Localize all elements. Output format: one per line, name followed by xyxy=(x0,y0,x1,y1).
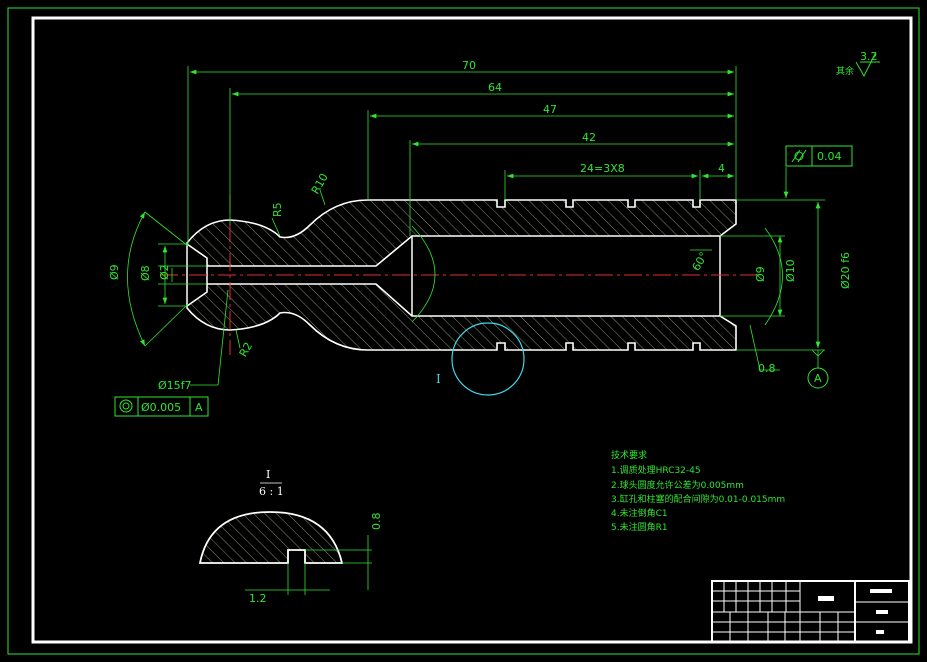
svg-text:A: A xyxy=(195,401,203,414)
lower-wall-section xyxy=(186,283,737,351)
concentricity-tolerance-frame: Ø0.005 A xyxy=(114,396,209,417)
tech-req-heading: 技术要求 xyxy=(611,449,647,461)
dim-24-3x8: 24=3X8 xyxy=(580,162,625,175)
dim-phi8: Ø8 xyxy=(139,265,152,281)
svg-text:0.8: 0.8 xyxy=(370,513,383,531)
dim-phi15f7: Ø15f7 xyxy=(158,379,192,392)
dim-phi20f6: Ø20 f6 xyxy=(839,252,852,289)
svg-text:6 : 1: 6 : 1 xyxy=(259,485,284,498)
title-block xyxy=(711,580,910,643)
plunger-section-view xyxy=(160,195,760,355)
roughness-symbol: 3.2 其余 xyxy=(836,50,880,78)
cylindricity-tolerance-frame: 0.04 xyxy=(785,145,853,167)
cylindricity-icon xyxy=(791,149,807,163)
svg-text:I: I xyxy=(436,372,441,386)
svg-text:I: I xyxy=(266,468,270,481)
dim-phi2: Ø2 xyxy=(158,264,171,280)
svg-text:0.04: 0.04 xyxy=(817,150,842,163)
svg-text:其余: 其余 xyxy=(836,65,854,77)
dim-phi10: Ø10 xyxy=(784,259,797,282)
tech-req-item: 4.未注倒角C1 xyxy=(611,507,668,519)
svg-text:A: A xyxy=(814,372,822,385)
dim-70: 70 xyxy=(462,59,476,72)
detail-callout: I xyxy=(436,322,525,396)
svg-text:1.2: 1.2 xyxy=(249,592,267,605)
detail-view: I 6 : 1 0.8 1.2 xyxy=(198,468,383,605)
technical-requirements: 技术要求 1.调质处理HRC32-45 2.球头圆度允许公差为0.005mm 3… xyxy=(611,449,785,533)
dim-60-cone: 60° xyxy=(690,250,711,273)
dim-0-8-right: 0.8 xyxy=(758,362,776,375)
tech-req-item: 5.未注圆角R1 xyxy=(611,521,668,533)
inner-border xyxy=(31,16,913,644)
dim-r5-top: R5 xyxy=(271,202,284,217)
tech-req-item: 1.调质处理HRC32-45 xyxy=(611,464,701,476)
dim-phi9-right: Ø9 xyxy=(754,266,767,282)
dim-phi9-left: Ø9 xyxy=(108,264,121,280)
dim-r10: R10 xyxy=(309,171,331,196)
upper-wall-section xyxy=(186,199,737,267)
dimension-lines xyxy=(127,66,825,386)
dim-64: 64 xyxy=(488,81,502,94)
outer-border xyxy=(7,7,920,655)
dim-4: 4 xyxy=(718,162,725,175)
svg-text:3.2: 3.2 xyxy=(860,50,878,63)
dim-42: 42 xyxy=(582,131,596,144)
datum-a-marker: A xyxy=(807,367,829,389)
svg-text:Ø0.005: Ø0.005 xyxy=(141,401,181,414)
concentricity-icon xyxy=(119,399,133,413)
tech-req-item: 3.缸孔和柱塞的配合间隙为0.01-0.015mm xyxy=(611,493,785,505)
dim-47: 47 xyxy=(543,103,557,116)
dim-r2: R2 xyxy=(237,340,256,359)
tech-req-item: 2.球头圆度允许公差为0.005mm xyxy=(611,479,744,491)
